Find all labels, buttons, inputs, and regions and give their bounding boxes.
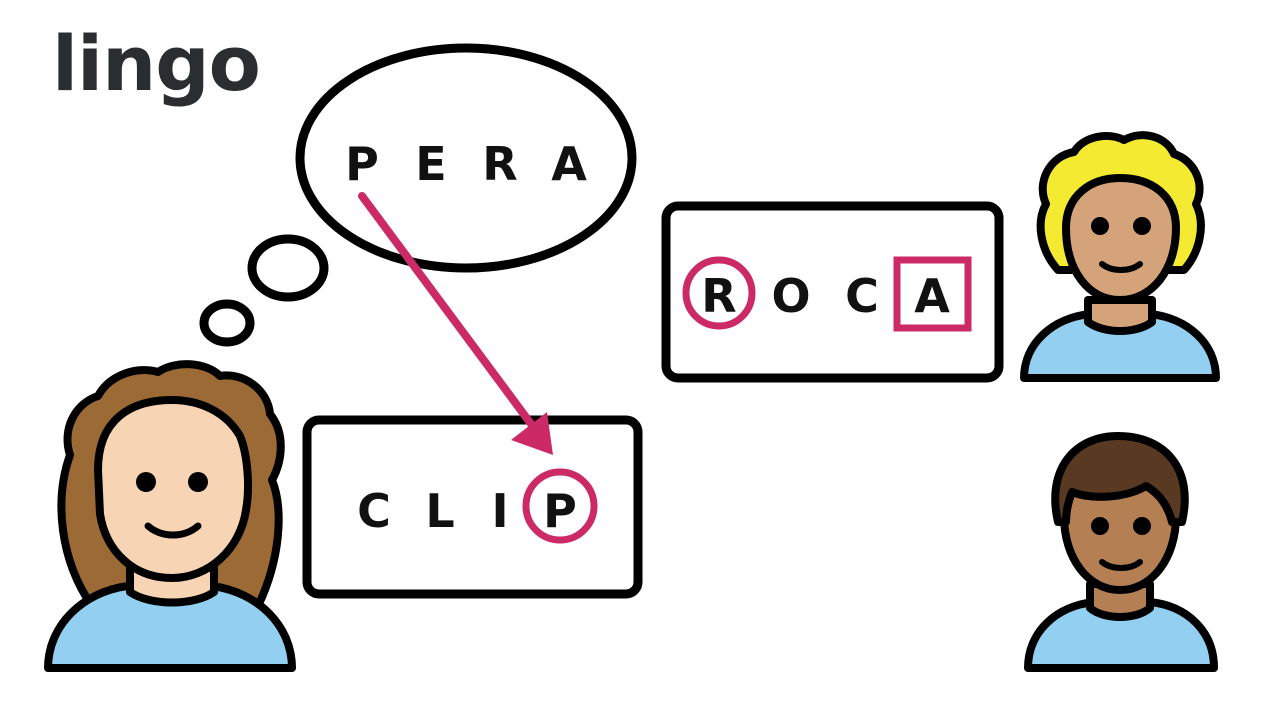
thought-letter: E: [415, 137, 446, 191]
highlight-circle: [682, 256, 756, 330]
thought-letter: A: [551, 137, 587, 191]
clip-letter: I: [491, 484, 508, 538]
roca-letter: O: [771, 269, 810, 323]
roca-letter: A: [914, 269, 950, 323]
man-dark-hair-icon: [1024, 432, 1218, 672]
clip-letter: C: [357, 484, 391, 538]
highlight-square: [893, 256, 972, 332]
thought-bubble-dot-small: [199, 299, 255, 347]
roca-letter: C: [845, 269, 879, 323]
clip-letter: P: [543, 484, 577, 538]
thought-letter: R: [482, 137, 517, 191]
thought-letter: P: [345, 137, 379, 191]
thought-bubble-main: [295, 43, 637, 273]
arrow: [358, 192, 553, 455]
thought-bubble-dot-large: [247, 234, 329, 302]
word-card-roca: R O C A: [661, 201, 1004, 383]
highlight-circle: [522, 468, 598, 544]
man-blond-curly-hair-icon: [1020, 131, 1220, 382]
clip-letter: L: [425, 484, 454, 538]
word-card-clip: C L I P: [302, 415, 643, 599]
title: lingo: [52, 19, 261, 108]
woman-curly-hair-icon: [44, 360, 296, 672]
thought-bubble: P E R A: [199, 43, 637, 347]
roca-letter: R: [701, 269, 736, 323]
